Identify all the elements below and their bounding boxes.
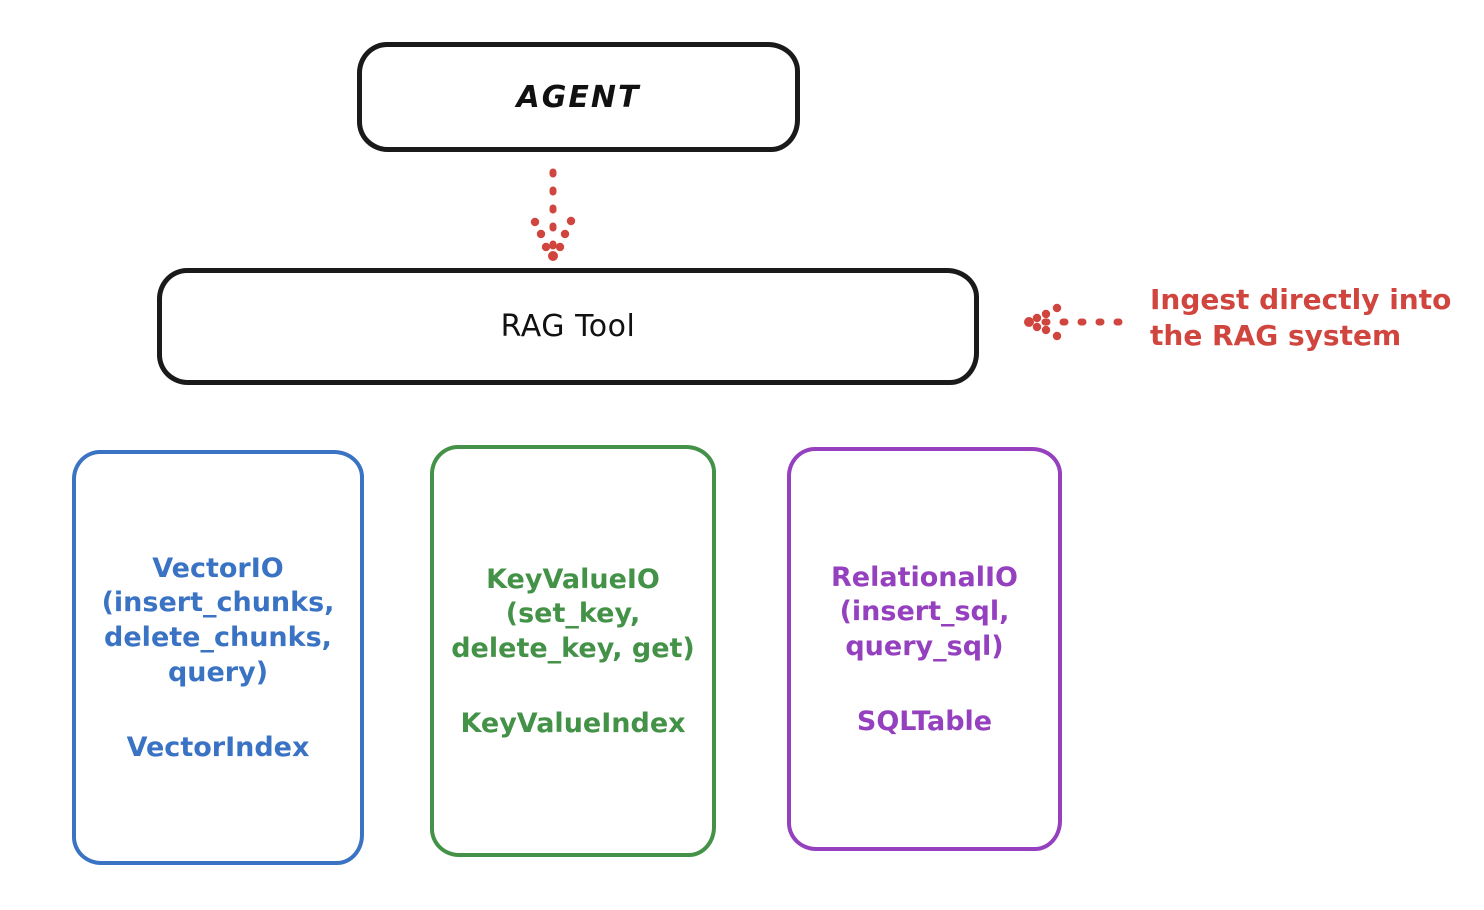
connector-agent-to-rag-tool [530,168,576,261]
annotation-ingest-text: Ingest directly into the RAG system [1150,283,1452,353]
node-vector-io-api: VectorIO (insert_chunks, delete_chunks, … [101,552,335,688]
node-keyvalue-io-api: KeyValueIO (set_key, delete_key, get) [451,563,695,664]
connector-ingest-to-rag-tool [1024,303,1139,341]
node-relational-io-content: RelationalIO (insert_sql, query_sql) SQL… [791,561,1058,738]
node-relational-io-index: SQLTable [856,706,993,738]
node-vector-io-index: VectorIndex [126,732,310,764]
node-rag-tool[interactable]: RAG Tool [157,268,979,385]
node-rag-tool-label: RAG Tool [500,309,636,344]
node-keyvalue-io-index: KeyValueIndex [460,708,686,740]
node-relational-io-api: RelationalIO (insert_sql, query_sql) [831,561,1018,662]
node-agent[interactable]: AGENT [357,42,800,152]
node-vector-io[interactable]: VectorIO (insert_chunks, delete_chunks, … [72,450,364,865]
node-keyvalue-io-content: KeyValueIO (set_key, delete_key, get) Ke… [434,563,712,740]
node-keyvalue-io[interactable]: KeyValueIO (set_key, delete_key, get) Ke… [430,445,716,857]
connector-ingest-to-rag-tool-arrowhead [1024,303,1062,341]
node-vector-io-content: VectorIO (insert_chunks, delete_chunks, … [76,552,360,763]
node-relational-io[interactable]: RelationalIO (insert_sql, query_sql) SQL… [787,447,1062,851]
node-agent-label: AGENT [516,79,641,115]
connector-agent-to-rag-tool-arrowhead [530,216,576,261]
